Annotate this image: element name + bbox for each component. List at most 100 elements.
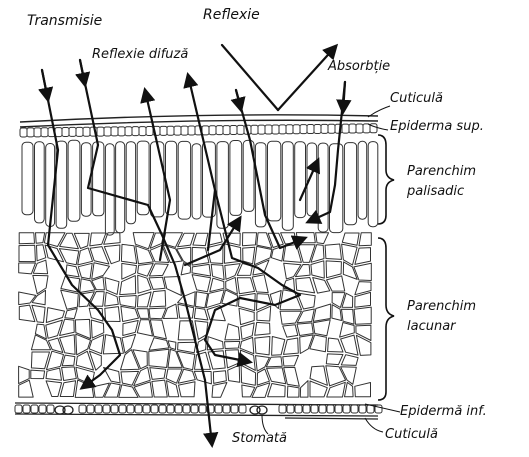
spongy-cell	[192, 264, 211, 276]
palisade-cell	[217, 142, 229, 229]
spongy-cell	[300, 381, 308, 398]
epidermis-cell	[328, 124, 335, 133]
spongy-cell	[326, 354, 343, 365]
epidermis-cell	[286, 125, 293, 134]
palisade-cell	[151, 142, 164, 217]
lower-epidermis-cell	[95, 405, 102, 413]
epidermis-cell	[293, 125, 300, 134]
epidermis-cell	[111, 127, 118, 136]
palisade-cell	[268, 141, 281, 221]
spongy-parenchyma	[19, 233, 372, 398]
epidermis-cell	[97, 127, 104, 136]
ray-reflexie-out	[278, 46, 336, 110]
lower-epidermis-cell	[15, 405, 22, 413]
spongy-cell	[105, 307, 120, 322]
spongy-cell	[119, 296, 136, 308]
palisade-cell	[68, 140, 80, 221]
spongy-cell	[65, 309, 77, 319]
epidermis-cell	[307, 125, 314, 134]
brace-palisade	[378, 135, 394, 224]
palisade-cell	[330, 144, 343, 233]
upper-epidermis	[20, 124, 377, 137]
spongy-cell	[152, 380, 167, 397]
label-absorbtie: Absorbție	[328, 60, 390, 73]
palisade-cell	[282, 142, 293, 230]
lower-epidermis-cell	[191, 405, 198, 413]
lower-epidermis-cell	[143, 405, 150, 413]
epidermis-cell	[272, 125, 279, 134]
label-parenchim-lacunar-2: lacunar	[407, 320, 456, 333]
lower-epidermis-cell	[231, 405, 238, 413]
spongy-cell	[89, 335, 104, 354]
lower-epidermis-cell	[159, 405, 166, 413]
palisade-cell	[116, 142, 125, 233]
epidermis-cell	[363, 124, 370, 133]
epidermis-cell	[265, 125, 272, 134]
label-reflexie-difuza: Reflexie difuză	[92, 48, 188, 61]
spongy-cell	[192, 275, 211, 292]
label-parenchim-palisadic-2: palisadic	[407, 185, 464, 198]
spongy-cell	[297, 323, 313, 336]
epidermis-cell	[251, 125, 258, 134]
ray-transmission-left-in	[42, 70, 48, 100]
epidermis-cell	[125, 127, 132, 136]
spongy-cell	[150, 368, 166, 380]
spongy-cell	[36, 233, 45, 244]
spongy-cell	[210, 278, 224, 291]
spongy-cell	[60, 381, 75, 397]
epidermis-cell	[139, 127, 146, 136]
palisade-cell	[295, 142, 306, 218]
spongy-cell	[104, 383, 120, 397]
spongy-cell	[325, 244, 341, 259]
label-parenchim-palisadic-1: Parenchim	[407, 165, 476, 178]
spongy-cell	[123, 321, 138, 336]
spongy-cell	[255, 322, 270, 335]
spongy-cell	[33, 260, 47, 274]
spongy-cell	[31, 352, 49, 369]
epidermis-cell	[69, 127, 76, 136]
ray-absorbtie-2	[308, 82, 345, 222]
epidermis-cell	[160, 126, 167, 135]
palisade-cell	[93, 142, 104, 216]
spongy-cell	[359, 233, 371, 246]
lower-epidermis-cell	[303, 405, 310, 413]
epidermis-cell	[132, 127, 139, 136]
spongy-cell	[342, 309, 355, 324]
palisade-cell	[178, 141, 190, 219]
spongy-cell	[255, 337, 270, 355]
palisade-cell	[358, 141, 367, 219]
spongy-cell	[342, 233, 359, 245]
spongy-cell	[356, 325, 371, 340]
epidermis-cell	[202, 126, 209, 135]
lower-epidermis-cell	[103, 405, 110, 413]
ray-transmission-main-in	[80, 60, 85, 85]
epidermis-cell	[209, 126, 216, 135]
spongy-cell	[313, 320, 330, 336]
spongy-cell	[121, 244, 136, 263]
spongy-cell	[94, 383, 110, 397]
spongy-cell	[207, 306, 225, 321]
spongy-cell	[62, 355, 75, 366]
lower-epidermis-cell	[239, 405, 246, 413]
spongy-cell	[356, 335, 371, 355]
lower-epidermis-cell	[319, 405, 326, 413]
epidermis-cell	[349, 124, 356, 133]
spongy-cell	[239, 294, 256, 311]
epidermis-cell	[258, 125, 265, 134]
spongy-cell	[208, 351, 225, 369]
spongy-cell	[239, 308, 254, 324]
epidermis-cell	[146, 126, 153, 135]
lower-epidermis-cell	[279, 405, 286, 413]
spongy-cell	[283, 325, 298, 337]
palisade-cell	[126, 142, 135, 224]
lower-epidermis-cell	[87, 405, 94, 413]
spongy-cell	[179, 382, 196, 397]
spongy-cell	[355, 292, 371, 307]
spongy-cell	[287, 386, 299, 397]
epidermis-cell	[167, 126, 174, 135]
spongy-cell	[311, 245, 324, 263]
spongy-cell	[296, 278, 315, 293]
label-epiderma-sup: Epiderma sup.	[390, 120, 484, 133]
